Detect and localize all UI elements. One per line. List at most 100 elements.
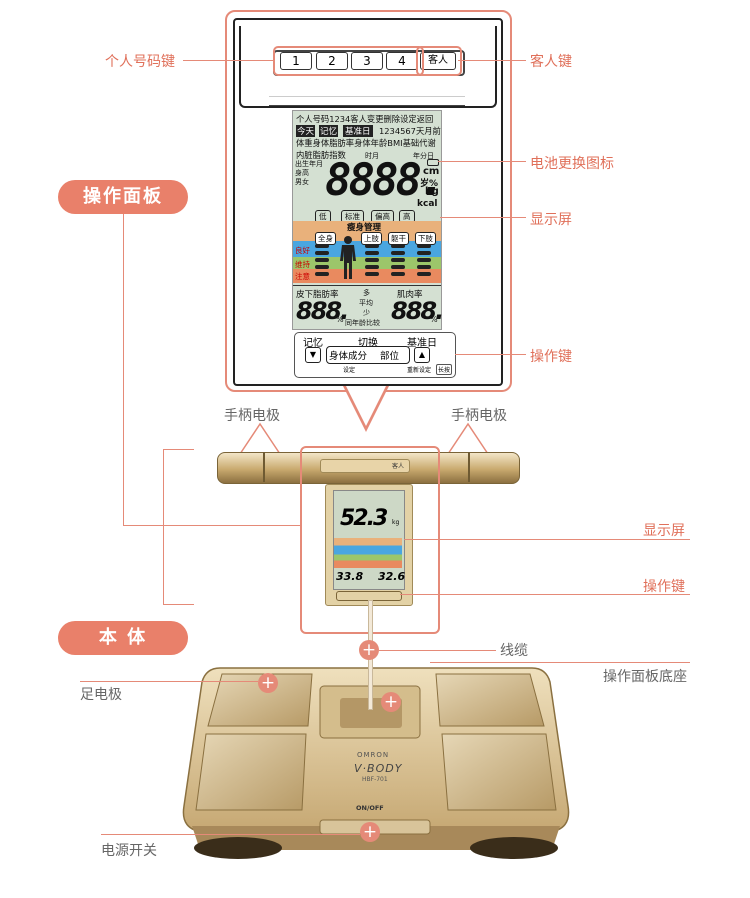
handle-bracket bbox=[163, 449, 194, 605]
lcd-unit-age: 岁% bbox=[420, 179, 439, 189]
leader-control-keys-top bbox=[455, 354, 526, 355]
model-label: V·BODY bbox=[354, 762, 403, 775]
leader-foot-electrode bbox=[80, 681, 258, 682]
part-button[interactable]: 部位 bbox=[380, 351, 400, 362]
muscle-label: 肌肉率 bbox=[397, 290, 423, 300]
lcd-gender: 男女 bbox=[295, 178, 309, 186]
mid-fat-value: 33.8 bbox=[336, 570, 364, 583]
lcd-unit-kg: kg bbox=[425, 186, 439, 197]
panel-frame-tail-inner bbox=[346, 386, 386, 426]
status-keep: 维持 bbox=[295, 260, 310, 269]
lcd-row1: 个人号码1234客人变更删除设定返回 bbox=[296, 114, 434, 124]
callout-battery-icon: 电池更换图标 bbox=[530, 156, 614, 172]
callout-panel-base: 操作面板底座 bbox=[603, 669, 687, 685]
panel-base-marker: + bbox=[381, 692, 401, 712]
brand-label: OMRON bbox=[357, 751, 390, 759]
callout-handle-right: 手柄电极 bbox=[451, 408, 507, 424]
status-caution: 注意 bbox=[295, 272, 310, 281]
slim-title: 瘦身管理 bbox=[347, 223, 382, 233]
down-button[interactable]: ▼ bbox=[305, 347, 321, 363]
lcd-row4: 内脏脂肪指数 bbox=[296, 150, 346, 160]
section-panel-label: 操作面板 bbox=[58, 180, 188, 214]
leader-display-mid bbox=[404, 539, 690, 540]
battery-icon bbox=[427, 159, 439, 166]
cable-marker: + bbox=[359, 640, 379, 660]
leader-cable bbox=[379, 650, 496, 651]
leader-display-top bbox=[440, 217, 526, 218]
lcd-year-day: 年分日 bbox=[413, 152, 434, 160]
callout-handle-left: 手柄电极 bbox=[224, 408, 280, 424]
compare-many: 多 bbox=[363, 289, 370, 297]
callout-foot-electrode: 足电极 bbox=[80, 687, 122, 703]
lcd-unit-cm: cm bbox=[423, 166, 440, 177]
user-key-4[interactable]: 4 bbox=[386, 52, 418, 70]
base-label: 基准日 bbox=[407, 338, 437, 349]
up-button[interactable]: ▲ bbox=[414, 347, 430, 363]
control-keys-frame bbox=[294, 332, 456, 378]
handle-joint-right bbox=[468, 452, 470, 482]
mid-weight-value: 52.3 bbox=[340, 506, 388, 531]
sub-fat-label: 皮下脂肪率 bbox=[296, 290, 339, 300]
compare-avg: 平均 bbox=[359, 299, 373, 307]
callout-user-keys: 个人号码键 bbox=[105, 54, 175, 70]
model-code-label: HBF-701 bbox=[362, 776, 388, 783]
leader-battery-icon bbox=[438, 161, 526, 162]
panel-bracket-horizontal bbox=[123, 525, 301, 526]
guest-key-highlight bbox=[416, 46, 462, 76]
mid-muscle-value: 32.6 bbox=[378, 570, 406, 583]
fat-value: 888. bbox=[296, 297, 349, 325]
callout-control-keys-mid: 操作键 bbox=[643, 579, 685, 595]
compare-few: 少 bbox=[363, 309, 370, 317]
lcd-unit-kcal: kcal bbox=[417, 199, 438, 209]
user-key-3[interactable]: 3 bbox=[351, 52, 383, 70]
part-trunk: 躯干 bbox=[388, 232, 409, 245]
switch-label: 切换 bbox=[358, 338, 378, 349]
callout-guest-key: 客人键 bbox=[530, 54, 572, 70]
key-slot bbox=[239, 26, 497, 108]
guest-key[interactable]: 客人 bbox=[420, 52, 456, 70]
callout-power-switch: 电源开关 bbox=[101, 843, 157, 859]
leader-user-keys bbox=[183, 60, 275, 61]
body-comp-button[interactable]: 身体成分 bbox=[329, 351, 368, 362]
section-body-label: 本 体 bbox=[58, 621, 188, 655]
scale-body bbox=[182, 667, 570, 859]
hold-label: 长按 bbox=[436, 364, 453, 375]
lcd-tag-today: 今天 bbox=[296, 125, 316, 137]
lcd-display: 个人号码1234客人变更删除设定返回 今天 记忆 基准日 1234567天月前 … bbox=[292, 110, 445, 330]
lcd-birth: 出生年月 bbox=[295, 160, 323, 168]
handle-joint-left bbox=[263, 452, 265, 482]
setting-label: 设定 bbox=[343, 367, 356, 374]
handle-guest-key[interactable]: 客人 bbox=[392, 463, 405, 470]
muscle-pct: % bbox=[430, 315, 438, 324]
lcd-row3: 体重身体脂肪率身体年龄BMI基础代谢 bbox=[296, 138, 436, 148]
divider-line-2 bbox=[269, 96, 465, 97]
power-switch-marker: + bbox=[360, 822, 380, 842]
lcd-row2-tail: 1234567天月前 bbox=[379, 126, 441, 136]
mid-weight-unit: kg bbox=[392, 519, 400, 526]
leader-guest-key bbox=[458, 60, 526, 61]
lcd-height: 身高 bbox=[295, 169, 309, 177]
user-key-2[interactable]: 2 bbox=[316, 52, 348, 70]
panel-bracket-vertical bbox=[123, 214, 124, 526]
muscle-value: 888. bbox=[391, 297, 444, 325]
lcd-tag-base: 基准日 bbox=[343, 125, 373, 137]
leader-control-keys-mid bbox=[400, 594, 690, 595]
divider-line bbox=[269, 105, 465, 106]
fat-pct: % bbox=[336, 315, 344, 324]
callout-control-keys-top: 操作键 bbox=[530, 349, 572, 365]
lcd-month: 时月 bbox=[365, 152, 379, 160]
callout-display-mid: 显示屏 bbox=[643, 523, 685, 539]
lcd-big-number: 8888. bbox=[325, 155, 445, 206]
user-key-1[interactable]: 1 bbox=[280, 52, 312, 70]
mid-band bbox=[334, 538, 402, 568]
lcd-tag-memory: 记忆 bbox=[319, 125, 339, 137]
onoff-label: ON/OFF bbox=[356, 804, 384, 812]
handle-center-keys bbox=[320, 459, 410, 473]
callout-cable: 线缆 bbox=[500, 643, 528, 659]
lcd-bottom-divider bbox=[293, 285, 441, 286]
switch-button-group bbox=[326, 346, 410, 364]
handle-leaders bbox=[239, 422, 489, 455]
leader-panel-base bbox=[430, 662, 690, 663]
foot-electrode-marker: + bbox=[258, 673, 278, 693]
body-figure-icon bbox=[340, 236, 356, 279]
